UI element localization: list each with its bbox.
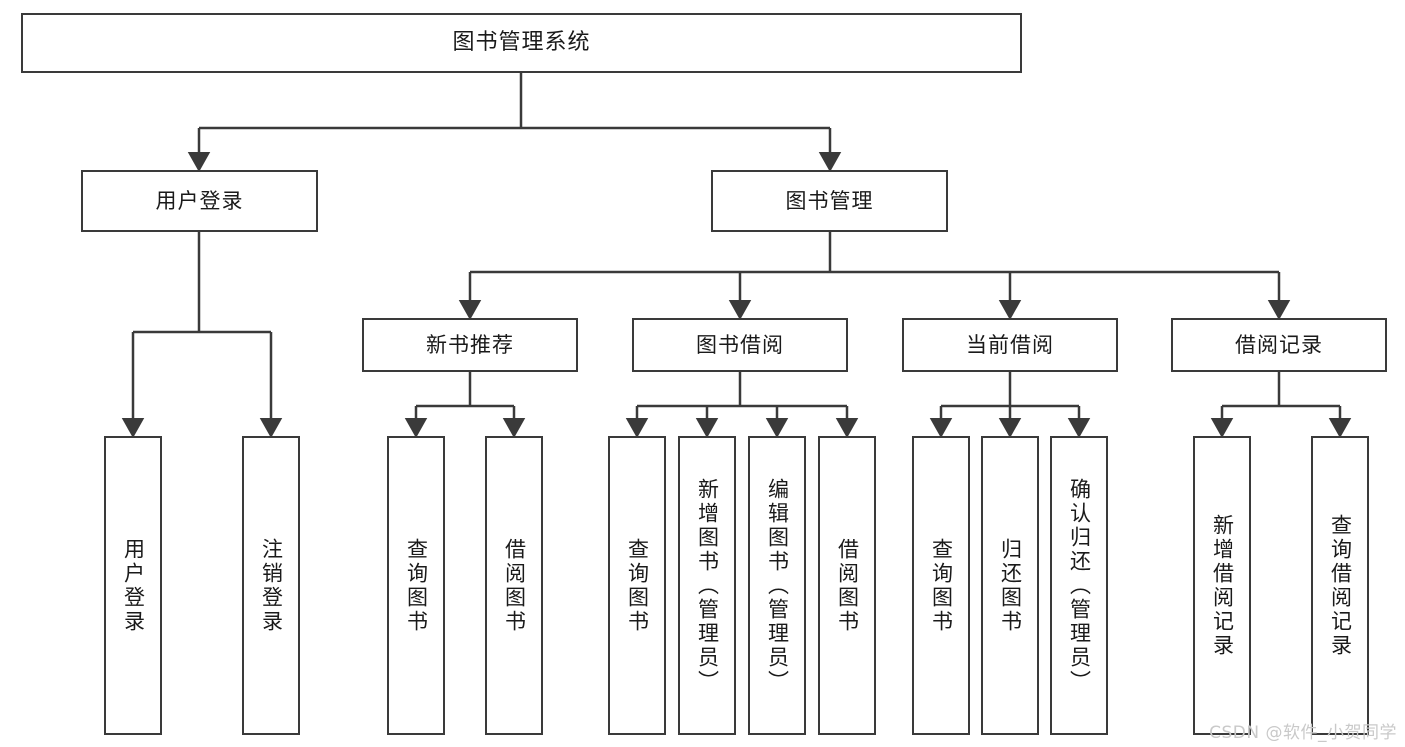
node-label: 图书管理: [785, 188, 874, 213]
node-new-book-recommend[interactable]: 新书推荐: [362, 318, 578, 372]
leaf-book-borrow-edit-book-admin[interactable]: 编辑图书（管理员）: [748, 436, 806, 735]
node-label: 图书管理系统: [452, 30, 591, 56]
node-current-borrow[interactable]: 当前借阅: [902, 318, 1118, 372]
node-label: 归还图书: [998, 537, 1023, 634]
watermark-text: CSDN @软件_小贺同学: [1209, 723, 1397, 743]
node-user-login[interactable]: 用户登录: [81, 170, 318, 232]
leaf-book-borrow-borrow-book[interactable]: 借阅图书: [818, 436, 876, 735]
node-label: 查询图书: [625, 537, 650, 634]
leaf-new-book-query-book[interactable]: 查询图书: [387, 436, 445, 735]
node-label: 借阅图书: [835, 537, 860, 634]
node-book-borrow[interactable]: 图书借阅: [632, 318, 848, 372]
node-label: 新增借阅记录: [1210, 513, 1235, 658]
leaf-borrow-record-add-record[interactable]: 新增借阅记录: [1193, 436, 1251, 735]
node-label: 用户登录: [121, 537, 146, 634]
node-label: 借阅记录: [1235, 332, 1323, 357]
node-label: 查询图书: [404, 537, 429, 634]
node-label: 当前借阅: [966, 332, 1054, 357]
leaf-user-login-login[interactable]: 用户登录: [104, 436, 162, 735]
node-label: 借阅图书: [502, 537, 527, 634]
node-label: 查询借阅记录: [1328, 513, 1353, 658]
node-label: 用户登录: [155, 188, 244, 213]
node-root-system[interactable]: 图书管理系统: [21, 13, 1022, 73]
leaf-book-borrow-query-book[interactable]: 查询图书: [608, 436, 666, 735]
leaf-current-borrow-confirm-return-admin[interactable]: 确认归还（管理员）: [1050, 436, 1108, 735]
node-book-management[interactable]: 图书管理: [711, 170, 948, 232]
node-label: 新增图书（管理员）: [695, 477, 720, 694]
node-label: 新书推荐: [426, 332, 514, 357]
node-borrow-record[interactable]: 借阅记录: [1171, 318, 1387, 372]
leaf-borrow-record-query-record[interactable]: 查询借阅记录: [1311, 436, 1369, 735]
leaf-new-book-borrow-book[interactable]: 借阅图书: [485, 436, 543, 735]
leaf-user-login-logout[interactable]: 注销登录: [242, 436, 300, 735]
leaf-current-borrow-return-book[interactable]: 归还图书: [981, 436, 1039, 735]
leaf-book-borrow-add-book-admin[interactable]: 新增图书（管理员）: [678, 436, 736, 735]
node-label: 注销登录: [259, 537, 284, 634]
node-label: 查询图书: [929, 537, 954, 634]
node-label: 编辑图书（管理员）: [765, 477, 790, 694]
node-label: 图书借阅: [696, 332, 784, 357]
leaf-current-borrow-query-book[interactable]: 查询图书: [912, 436, 970, 735]
node-label: 确认归还（管理员）: [1067, 477, 1092, 694]
